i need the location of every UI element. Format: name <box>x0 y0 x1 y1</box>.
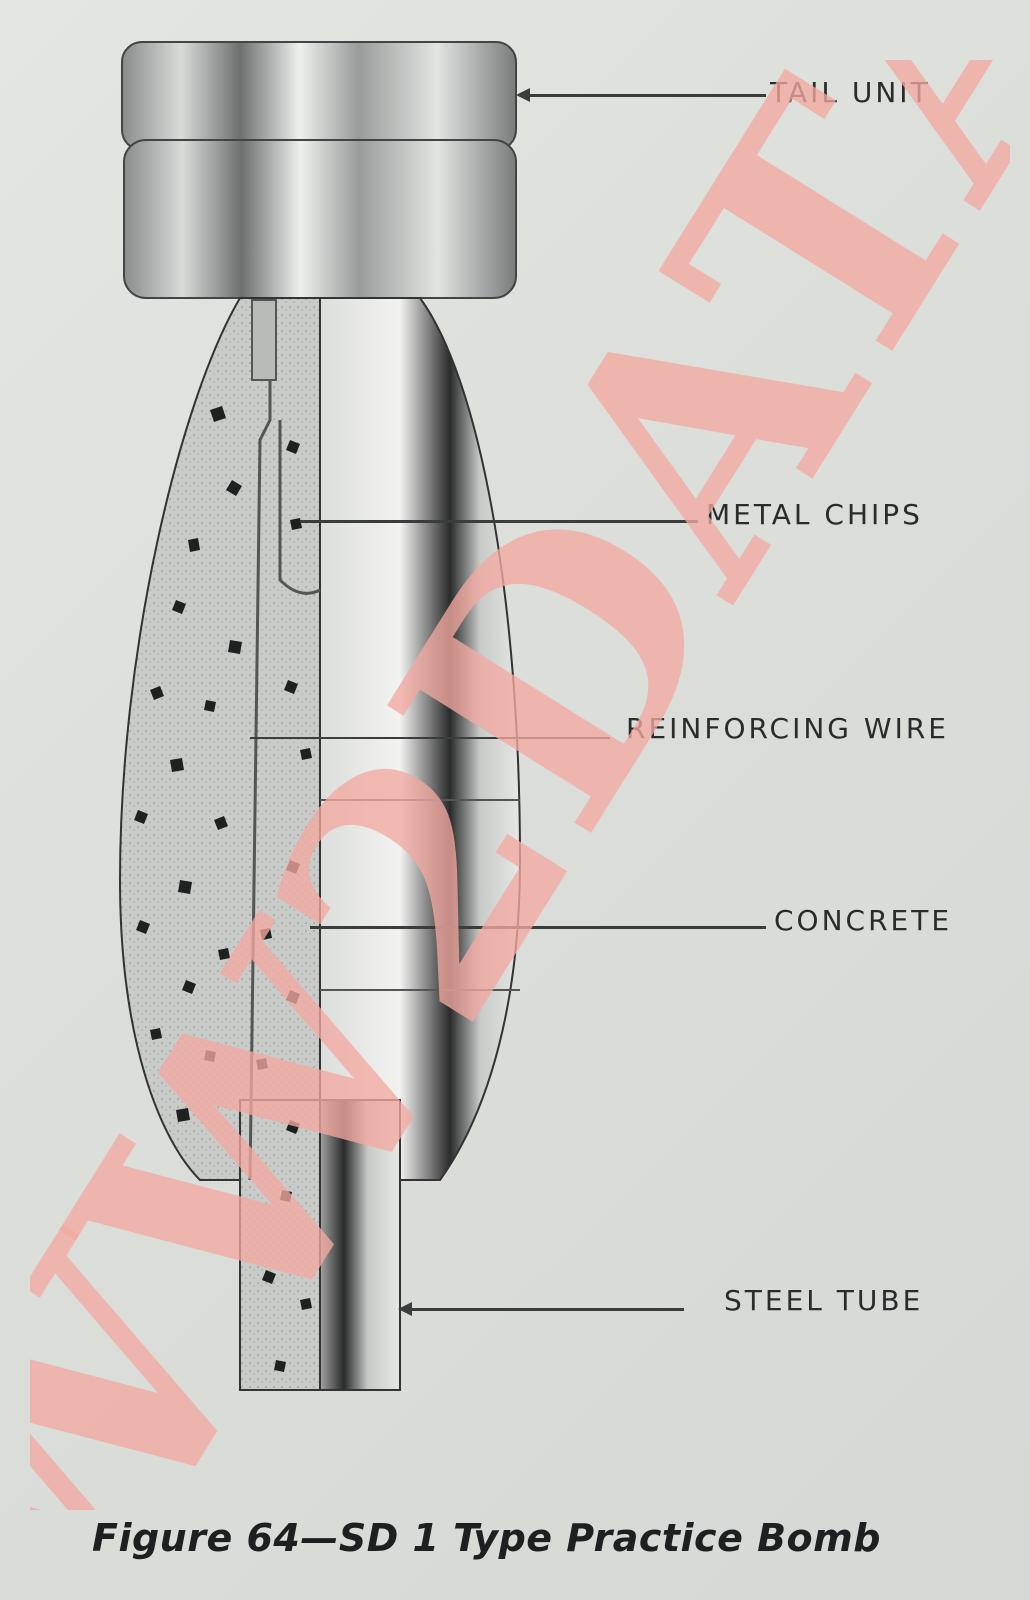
concrete-leader <box>310 926 766 929</box>
steel-tube-leader <box>412 1308 684 1311</box>
figure-caption: Figure 64—SD 1 Type Practice Bomb <box>92 1516 881 1560</box>
tail-unit-leader <box>530 94 766 97</box>
callout-metal-chips: METAL CHIPS <box>706 498 923 531</box>
callout-steel-tube: STEEL TUBE <box>724 1284 924 1317</box>
steel-tube-arrow-icon <box>398 1302 412 1316</box>
callout-reinforcing-wire: REINFORCING WIRE <box>626 712 949 745</box>
tail-unit-arrow-icon <box>516 88 530 102</box>
metal-chips-leader <box>300 520 698 523</box>
callout-concrete: CONCRETE <box>774 904 953 937</box>
callout-tail-unit: TAIL UNIT <box>770 76 931 109</box>
